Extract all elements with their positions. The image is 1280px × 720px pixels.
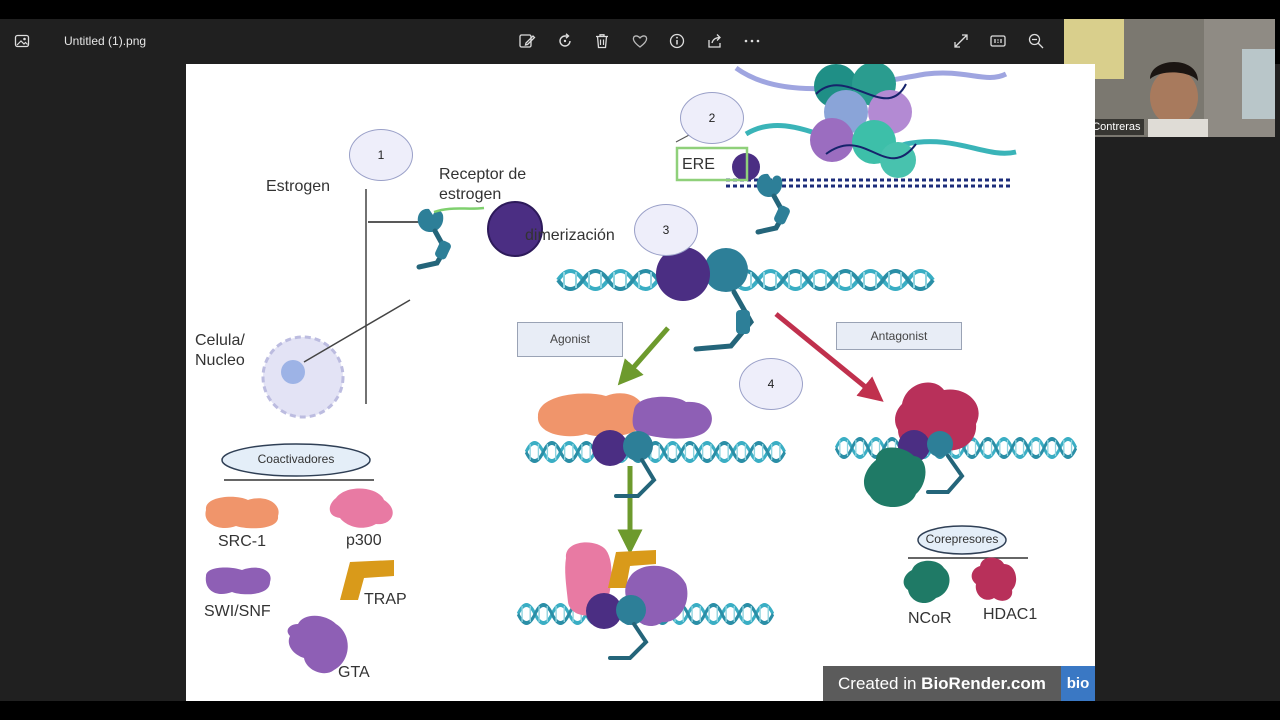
actual-size-icon[interactable] [988,31,1008,51]
receptor-label-line1: Receptor de [439,166,527,183]
diagram-artwork [205,64,1078,674]
ncor-label: NCoR [908,610,952,627]
watermark-text: Created in BioRender.com [838,673,1046,693]
webcam-tile: Joel Contreras [1064,19,1275,137]
coactivators-title: Coactivadores [257,452,335,466]
share-icon[interactable] [705,31,725,51]
agonist-label: Agonist [517,322,623,357]
p300-label: p300 [346,532,382,549]
file-title: Untitled (1).png [64,34,147,48]
p300-shape [329,488,393,528]
zoom-out-icon[interactable] [1026,31,1046,51]
swisnf-label: SWI/SNF [204,603,271,620]
ere-highlight-box [675,146,749,182]
trap-bound [608,550,656,588]
estrogen-molecule [487,201,543,257]
rotate-icon[interactable] [555,31,575,51]
gta-shape [287,615,348,674]
trap-label: TRAP [364,591,407,608]
corepressors-title: Corepresores [925,532,999,546]
step-3-badge: 3 [634,204,698,256]
cell-label-line1: Celula/ [195,332,245,349]
estrogen-label: Estrogen [266,178,331,195]
ncor-bound [863,447,926,508]
delete-icon[interactable] [592,31,612,51]
agonist-arrow [617,326,670,386]
nucleus-core [281,360,305,384]
bottom-black-strip [0,701,1280,720]
edit-icon[interactable] [517,31,537,51]
chromatin-illustration [726,64,1017,188]
step-4-badge: 4 [739,358,803,410]
info-icon[interactable] [667,31,687,51]
dimerization-label: dimerización [525,227,615,244]
cell-label-line2: Nucleo [195,352,245,369]
corepresores-pill [917,525,1007,555]
hdac1-shape [971,557,1017,601]
fullscreen-icon[interactable] [951,31,971,51]
biorender-logo: bio [1061,666,1095,701]
ere-receptor [757,174,791,232]
gta-label: GTA [338,664,370,681]
antagonist-label: Antagonist [836,322,962,350]
dimer-estrogen [656,247,710,301]
estrogen-receptor [418,209,452,267]
more-icon[interactable] [742,31,762,51]
ere-label: ERE [682,156,715,173]
swisnf-shape [205,567,271,595]
diagram-image: 1 2 3 4 Estrogen Receptor de estrogen Ce… [186,64,1095,701]
trap-shape [340,560,394,600]
ncor-shape [903,560,950,604]
step-2-badge: 2 [680,92,744,144]
favorite-icon[interactable] [630,31,650,51]
receptor-underline [433,206,485,214]
coactivators-pill [221,443,371,477]
biorender-watermark: Created in BioRender.com bio [823,666,1095,701]
src1-shape [205,496,279,529]
src1-label: SRC-1 [218,533,267,550]
hdac1-label: HDAC1 [983,606,1038,623]
swisnf-complex [632,396,712,439]
src1-complex [537,393,645,437]
top-black-strip [0,0,1280,19]
step-1-badge: 1 [349,129,413,181]
antagonist-arrow [774,312,884,402]
viewer-toolbar [0,19,1064,64]
webcam-video [1064,19,1275,137]
dimer-receptor-body [704,248,748,292]
photos-app-icon [14,34,30,48]
receptor-label-line2: estrogen [439,186,502,203]
